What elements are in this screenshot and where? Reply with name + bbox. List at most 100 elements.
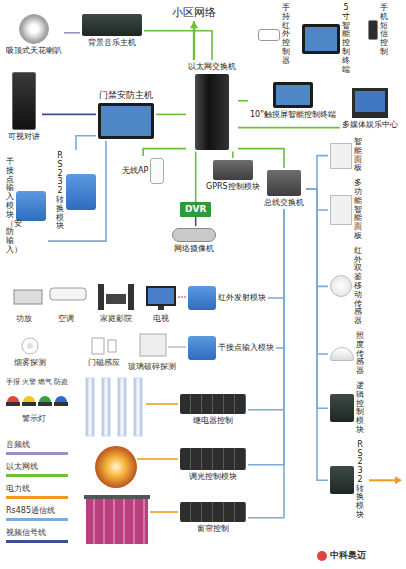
- text-group: 窗帘控制: [197, 524, 229, 534]
- node-label: 智能面板: [354, 138, 362, 173]
- text-group: 手持红外控制器: [282, 4, 290, 66]
- node-label: 逻辑控制模块: [356, 382, 364, 435]
- connector-line: [232, 152, 234, 158]
- connector: [248, 210, 284, 410]
- output-arrow: [369, 479, 396, 481]
- label: 空调: [58, 314, 74, 324]
- rs232-module: RS232转换模块: [328, 439, 366, 522]
- text-group: 红外双鉴移动传感器: [354, 247, 362, 326]
- node-label: 无线AP: [122, 166, 148, 176]
- dimmer-module: 调光控制模块: [178, 446, 248, 484]
- node-label: 干接点输入模块: [218, 343, 274, 353]
- text-group: 10"触摸屏智能控制终端: [250, 110, 336, 120]
- light-tube: [134, 378, 142, 436]
- tablet-icon: [302, 24, 340, 54]
- dev-icon: [82, 14, 142, 36]
- text-group: RS232转换模块: [356, 441, 364, 520]
- label: 防盗: [54, 378, 68, 386]
- warning-light-base: [54, 402, 68, 406]
- node-label: 背景音乐主机: [88, 38, 136, 48]
- curtain-rail: [84, 495, 150, 499]
- tower-icon: [195, 74, 229, 150]
- relay-icon: [180, 448, 246, 470]
- label: 电视: [153, 314, 169, 324]
- node-label: 门禁安防主机: [99, 90, 153, 101]
- legend-swatch: [6, 540, 68, 543]
- connector: [156, 114, 186, 115]
- warning-light: [7, 396, 19, 402]
- dimmer-lamp: [95, 446, 137, 488]
- ir-module: 红外发射模块: [186, 284, 268, 312]
- panel-icon: [12, 72, 36, 130]
- power-line: [146, 403, 178, 405]
- text-group: 干接点输入模块: [218, 343, 274, 353]
- text-group: 总线交换机: [264, 198, 304, 208]
- sms-node: 手机短信控制: [366, 2, 390, 59]
- network-label-node: 小区网络: [170, 4, 218, 21]
- connector: [268, 210, 284, 298]
- label: 家庭影院: [100, 314, 132, 324]
- legend-item: 以太网线: [6, 462, 68, 477]
- light-tube: [86, 378, 94, 436]
- connector-line: [76, 136, 96, 150]
- smart-panel: 智能面板: [328, 136, 364, 175]
- connector: [306, 156, 328, 189]
- warning-light: [23, 396, 35, 402]
- legend-swatch: [6, 496, 68, 499]
- light-tube: [118, 378, 126, 436]
- access-host: 门禁安防主机: [96, 88, 156, 141]
- gprs-module: GPRS控制模块: [204, 158, 262, 194]
- spanel-icon: [330, 195, 352, 225]
- text-group: 小区网络: [172, 6, 216, 19]
- gray-icon: [213, 160, 253, 180]
- motion-sensor: 红外双鉴移动传感器: [328, 245, 364, 328]
- relay-icon: [180, 502, 246, 522]
- blue-icon: [16, 191, 46, 221]
- label: 手报: [6, 378, 20, 386]
- text-group: 网络摄像机: [174, 244, 214, 254]
- label: 警示灯: [22, 414, 46, 424]
- node-label: 照度传感器: [356, 332, 364, 376]
- ap-icon: [150, 158, 164, 184]
- connector: [143, 149, 186, 156]
- connector-line: [248, 210, 284, 465]
- rs232-module: RS232转换模块: [54, 150, 98, 233]
- logic-module: 逻辑控制模块: [328, 380, 366, 437]
- text-group: 5寸智能控制终端: [342, 4, 350, 74]
- tablet-icon: [273, 82, 313, 108]
- node-label: 小区网络: [172, 6, 216, 19]
- dev-icon: [330, 466, 354, 494]
- camera-node: 网络摄像机: [170, 226, 218, 256]
- text-group: 红外发射模块: [218, 293, 266, 303]
- node-label: 干接点输入模块（安防输入）: [6, 158, 14, 255]
- text-group: 多功能智能面板: [354, 179, 362, 241]
- arrowhead: [190, 21, 198, 28]
- touch-panel: 10"触摸屏智能控制终端: [248, 80, 338, 122]
- receiver-icon: [106, 294, 126, 304]
- legend-swatch: [6, 452, 68, 455]
- spk-icon: [19, 14, 49, 44]
- connector-line: [238, 127, 340, 129]
- remote-icon: [258, 29, 280, 41]
- connector: [248, 210, 284, 518]
- legend-item: 电力线: [6, 484, 68, 499]
- tv-stand: [158, 306, 164, 310]
- text-group: 调光控制模块: [189, 472, 237, 482]
- label: 门磁感应: [88, 358, 120, 368]
- node-label: GPRS控制模块: [206, 182, 260, 192]
- intercom: 可视对讲: [6, 70, 42, 144]
- connector-line: [195, 217, 197, 226]
- node-label: RS232转换模块: [56, 152, 64, 231]
- multi-panel: 多功能智能面板: [328, 177, 364, 243]
- node-label: 以太网交换机: [188, 62, 236, 72]
- connector-line: [248, 210, 284, 518]
- glass-break-icon: [140, 334, 166, 356]
- label: 功放: [16, 314, 32, 324]
- blue-icon: [188, 286, 216, 310]
- legend-item: 视频信号线: [6, 528, 68, 543]
- media-center: 多媒体娱乐中心: [340, 86, 400, 132]
- legend-label: 音频线: [6, 440, 68, 450]
- tablet-node: 5寸智能控制终端: [300, 2, 352, 76]
- connector-line: [156, 114, 186, 116]
- curtain: [86, 498, 148, 544]
